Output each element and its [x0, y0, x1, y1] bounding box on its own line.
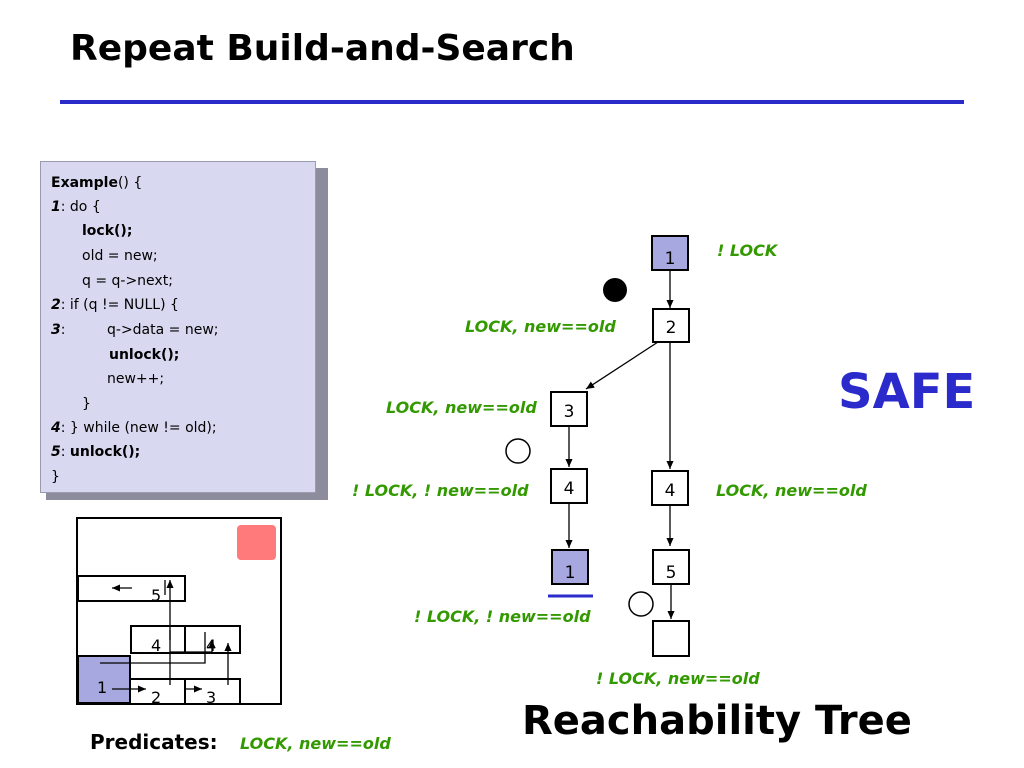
cfg-label-2: 2 [151, 688, 161, 707]
tree-node-4a-label: 4 [564, 479, 575, 499]
tree-node-4b-label: 4 [665, 481, 676, 501]
code-line-10: } [82, 396, 91, 412]
code-panel: Example() { 1: do { lock(); old = new; q… [40, 161, 316, 493]
code-line-3: old = new; [82, 248, 158, 264]
annotation-node-3: LOCK, new==old [386, 398, 537, 417]
tree-node-1b-label: 1 [565, 563, 576, 583]
code-line-9: new++; [107, 371, 165, 387]
annotation-node-2: LOCK, new==old [465, 317, 616, 336]
tree-nodes: 1 2 3 4 1 4 5 [505, 235, 690, 657]
annotation-node-1: ! LOCK [717, 241, 778, 260]
cfg-label-3: 3 [206, 688, 216, 707]
cfg-label-5: 5 [151, 586, 161, 605]
tree-node-3 [550, 391, 588, 427]
tree-caption: Reachability Tree [522, 698, 912, 744]
title-underline [60, 100, 964, 104]
code-line-11: 4: } while (new != old); [51, 420, 217, 436]
tree-node-4b [651, 470, 689, 506]
code-line-8: unlock(); [109, 347, 180, 363]
annotation-node-4b: LOCK, new==old [716, 481, 867, 500]
code-line-6: 3: [51, 322, 66, 338]
code-line-14: } [51, 469, 60, 485]
code-line-12: 5: unlock(); [51, 444, 141, 460]
cfg-error-marker [237, 525, 276, 560]
tree-node-1b [551, 549, 589, 585]
cfg-block-1 [77, 655, 131, 704]
tree-node-5 [652, 549, 690, 585]
tree-node-2-label: 2 [666, 318, 677, 338]
tree-edges [565, 270, 675, 619]
tree-node-3-label: 3 [564, 402, 575, 422]
annotation-node-1b: ! LOCK, ! new==old [414, 607, 591, 626]
annotation-node-4a: ! LOCK, ! new==old [352, 481, 529, 500]
cfg-label-4b: 4 [206, 636, 216, 655]
cfg-diagram: 5 4 4 1 2 3 [76, 517, 282, 707]
predicates-value: LOCK, new==old [240, 734, 391, 753]
search-dot-filled [603, 278, 627, 302]
code-line-2: lock(); [82, 223, 133, 239]
safe-label: SAFE [838, 364, 976, 420]
search-dot-open-1 [505, 438, 531, 464]
tree-node-end [652, 620, 690, 657]
code-line-4: q = q->next; [82, 273, 173, 289]
code-line-1: 1: do { [51, 199, 101, 215]
tree-node-2 [652, 308, 690, 343]
tree-node-1 [651, 235, 689, 271]
code-line-7: q->data = new; [107, 322, 219, 338]
code-line-5: 2: if (q != NULL) { [51, 297, 179, 313]
cfg-label-1: 1 [97, 678, 107, 697]
predicates-label: Predicates: [90, 730, 218, 754]
annotation-node-end: ! LOCK, new==old [596, 669, 760, 688]
tree-node-4a [550, 468, 588, 504]
tree-node-5-label: 5 [666, 563, 677, 583]
slide-title: Repeat Build-and-Search [70, 28, 575, 69]
cfg-label-4a: 4 [151, 636, 161, 655]
search-dot-open-2 [628, 591, 654, 617]
code-line-0: Example() { [51, 175, 143, 191]
tree-node-1-label: 1 [665, 249, 676, 269]
